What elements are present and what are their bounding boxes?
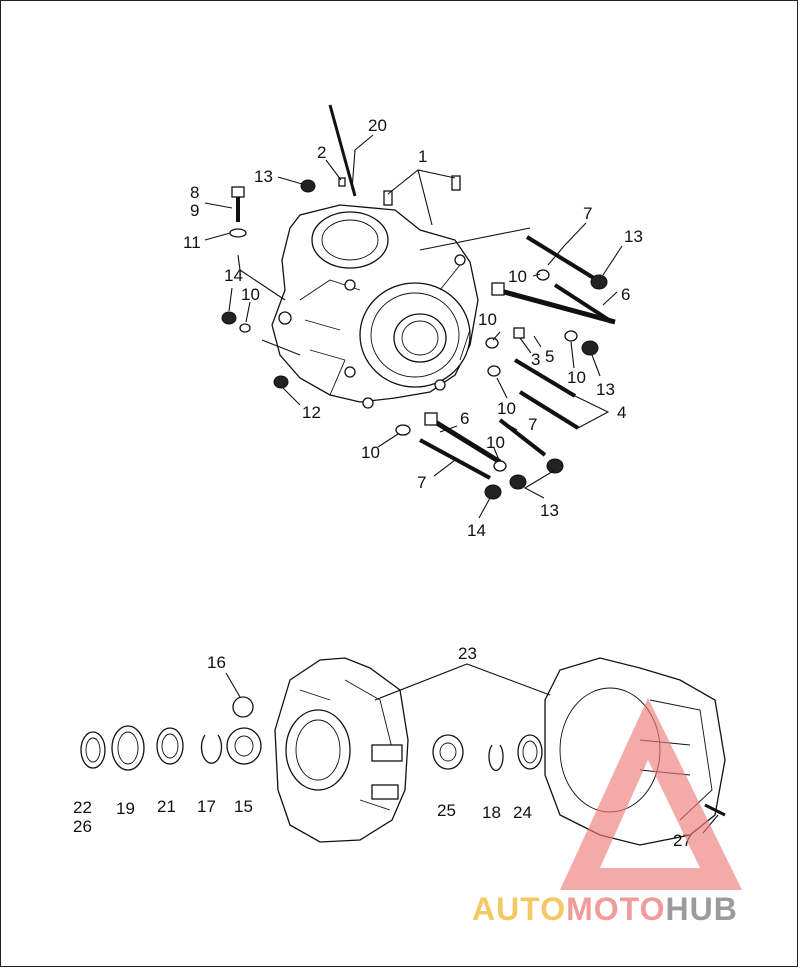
watermark-logo: AUTOMOTOHUB (472, 698, 742, 927)
label-10g: 10 (486, 433, 505, 452)
upper-fasteners (221, 104, 616, 500)
label-7a: 7 (583, 204, 592, 223)
label-19: 19 (116, 799, 135, 818)
label-1: 1 (418, 147, 427, 166)
label-25: 25 (437, 801, 456, 820)
label-10b: 10 (241, 285, 260, 304)
upper-crankcase-assembly (271, 204, 479, 409)
label-10c: 10 (478, 310, 497, 329)
watermark-auto: AUTOMOTOHUB (472, 891, 738, 927)
watermark-triangle-icon (560, 698, 742, 890)
label-22: 22 (73, 798, 92, 817)
label-10a: 10 (508, 267, 527, 286)
label-20: 20 (368, 116, 387, 135)
label-16: 16 (207, 653, 226, 672)
label-14a: 14 (224, 266, 243, 285)
label-13c: 13 (596, 380, 615, 399)
label-11: 11 (183, 233, 201, 252)
label-8: 8 (190, 183, 199, 202)
label-26: 26 (73, 817, 92, 836)
part-number-labels: 1 2 3 4 5 6 6 7 7 7 8 9 10 10 10 10 10 1… (73, 116, 692, 850)
label-4: 4 (617, 403, 626, 422)
label-7b: 7 (528, 415, 537, 434)
label-13b: 13 (624, 227, 643, 246)
label-24: 24 (513, 803, 532, 822)
label-12: 12 (302, 403, 321, 422)
label-10f: 10 (361, 443, 380, 462)
label-15: 15 (234, 797, 253, 816)
label-6a: 6 (621, 285, 630, 304)
label-14b: 14 (467, 521, 486, 540)
label-10d: 10 (567, 368, 586, 387)
label-9: 9 (190, 201, 199, 220)
label-23: 23 (458, 644, 477, 663)
label-13a: 13 (254, 167, 273, 186)
label-3: 3 (531, 350, 540, 369)
label-21: 21 (157, 797, 176, 816)
label-5: 5 (545, 347, 554, 366)
label-2: 2 (317, 143, 326, 162)
label-17: 17 (197, 797, 216, 816)
label-10e: 10 (497, 399, 516, 418)
label-6b: 6 (460, 409, 469, 428)
label-13d: 13 (540, 501, 559, 520)
upper-leader-lines (204, 134, 623, 519)
label-7c: 7 (417, 473, 426, 492)
label-18: 18 (482, 803, 501, 822)
